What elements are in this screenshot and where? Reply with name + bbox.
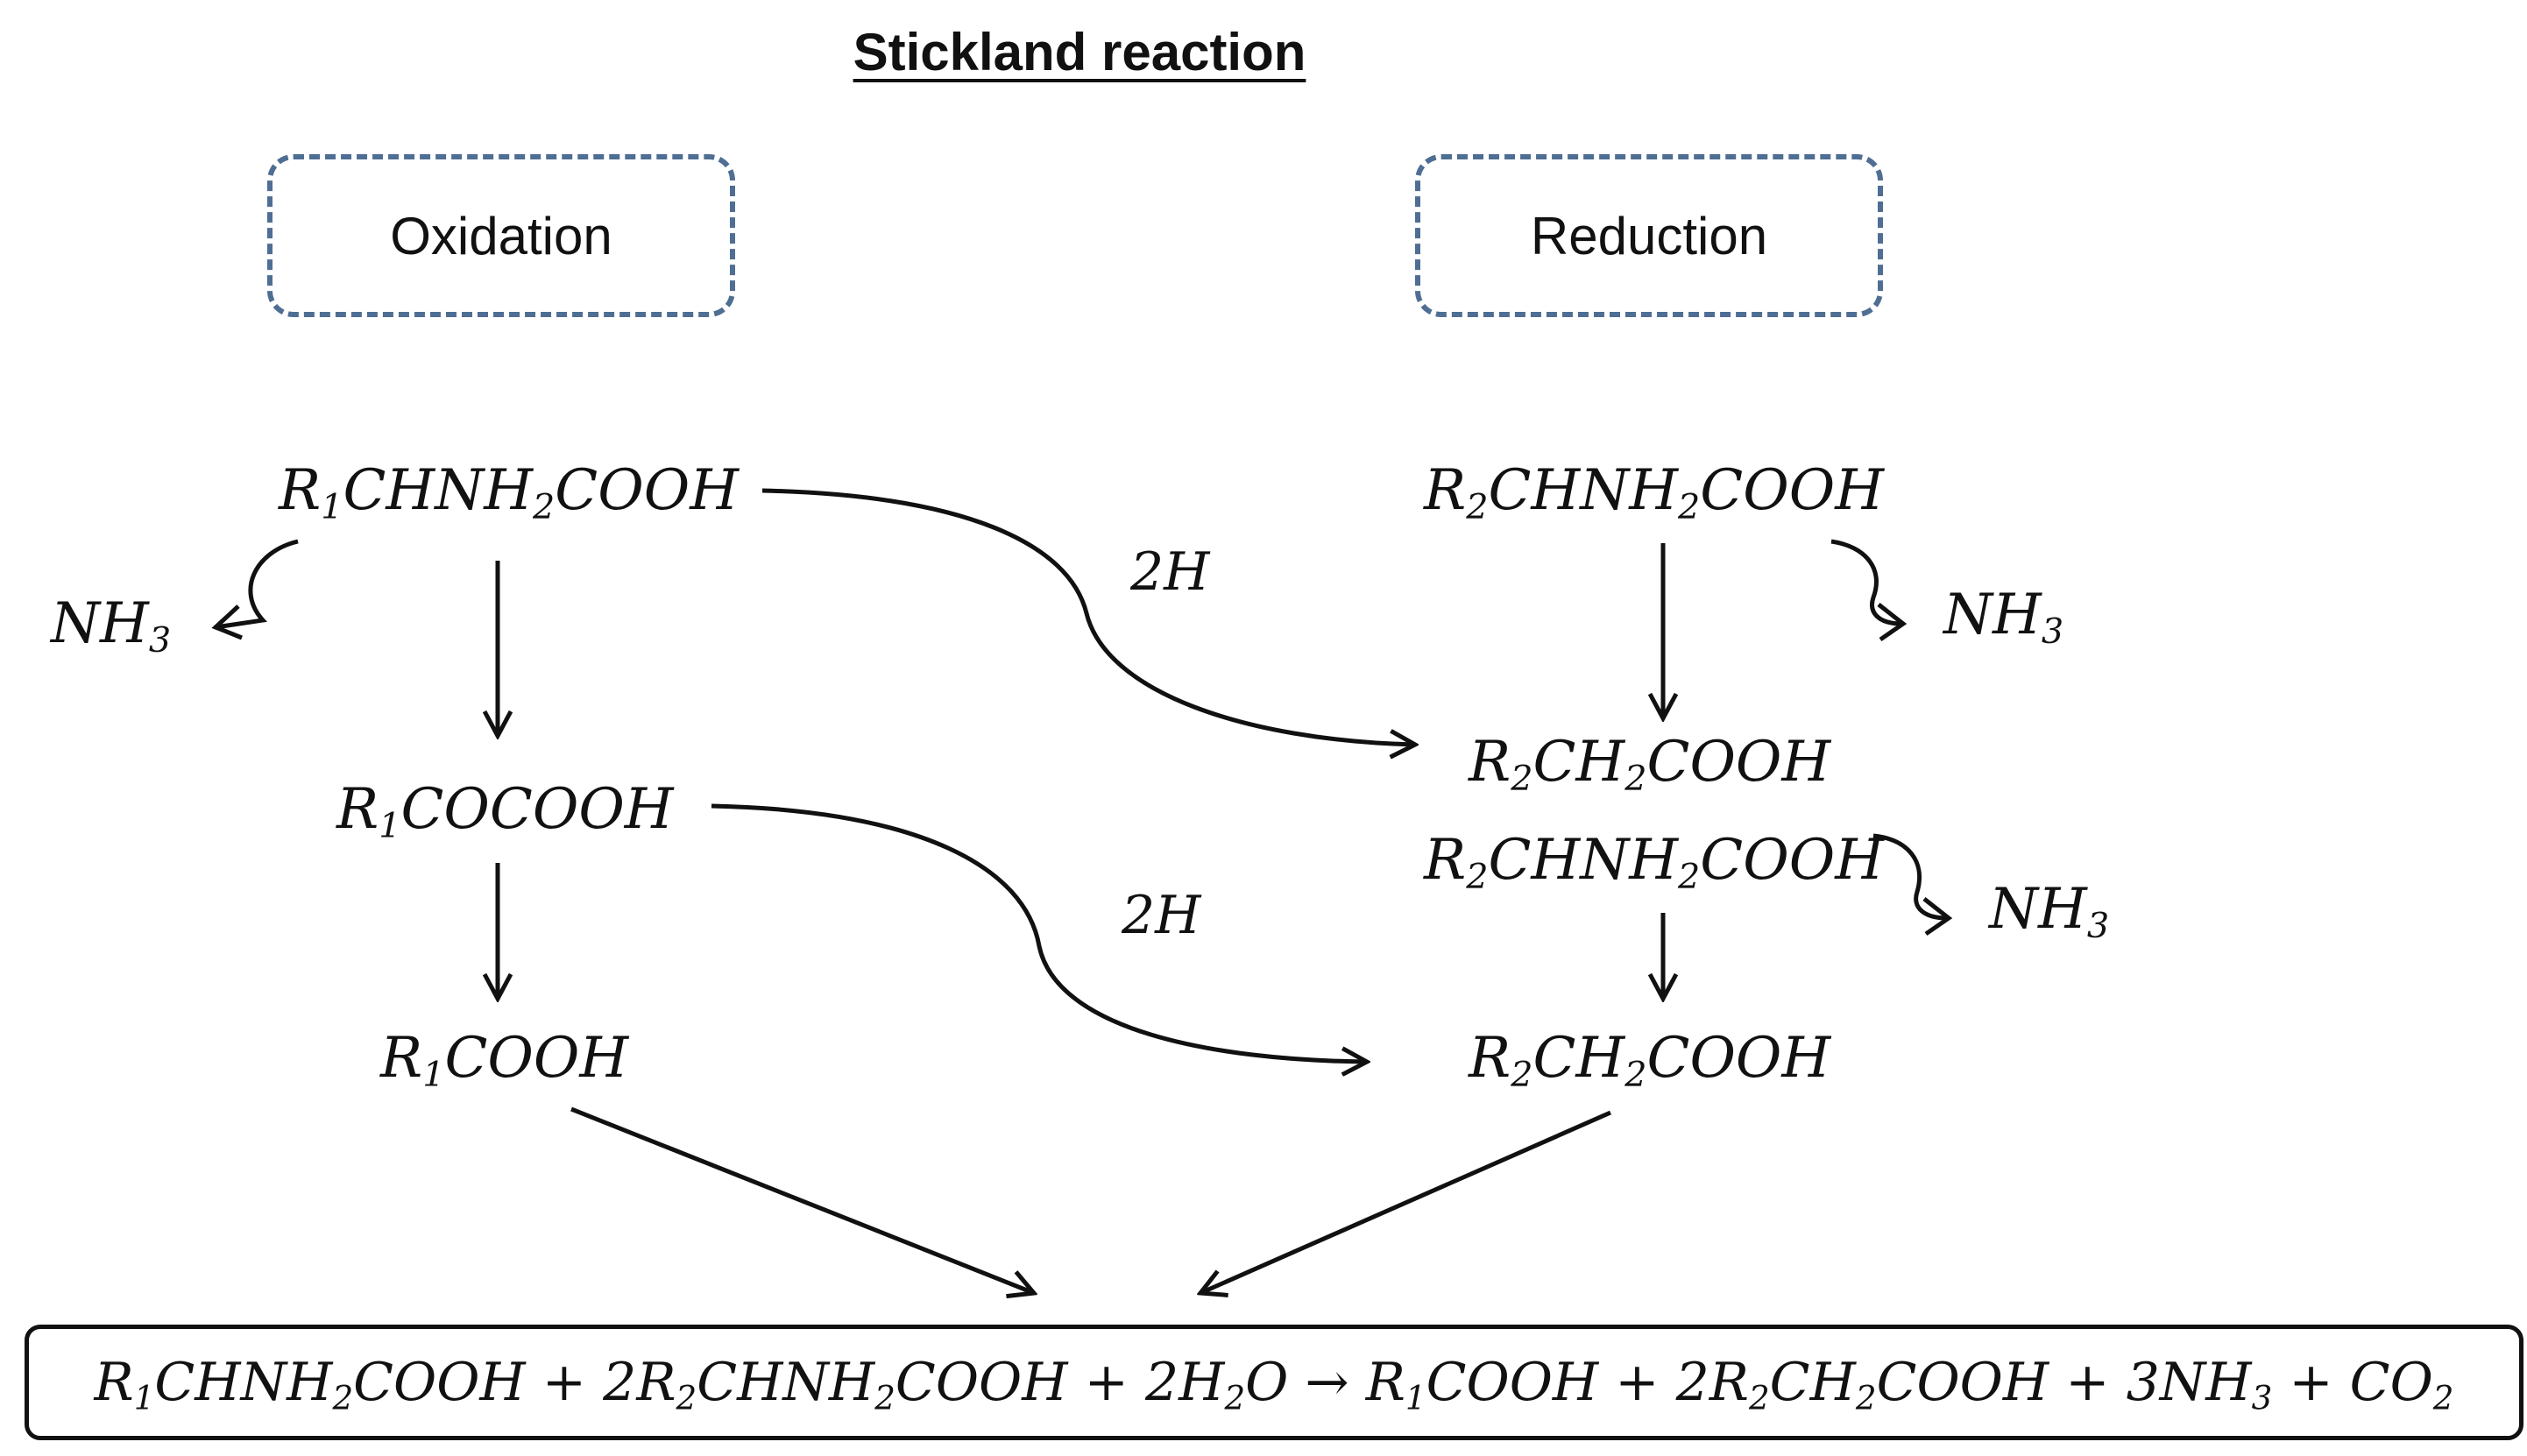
equation-token: 2	[332, 1378, 354, 1417]
reduction-label: Reduction	[1530, 206, 1768, 265]
arrow-nh3-ox	[215, 539, 299, 630]
arrow-converge-right	[1200, 1110, 1612, 1293]
overall-equation: R1CHNH2COOH + 2R2CHNH2COOH + 2H2O → R1CO…	[94, 1352, 2454, 1414]
oxidation-label: Oxidation	[390, 206, 612, 265]
equation-token: 2	[676, 1378, 697, 1417]
nh3-reduction-1: NH3	[1943, 583, 2064, 653]
equation-token: + CO	[2272, 1352, 2433, 1413]
arrow-converge-left	[570, 1106, 1034, 1293]
hydrogen-label-1: 2H	[1130, 541, 1210, 603]
diagram-title: Stickland reaction	[853, 23, 1306, 81]
equation-token: COOH + 2R	[1426, 1352, 1749, 1413]
equation-token: 2	[2432, 1378, 2454, 1417]
equation-token: 2	[1224, 1378, 1246, 1417]
equation-token: O → R	[1245, 1352, 1405, 1413]
equation-token: 1	[1405, 1378, 1426, 1417]
equation-token: 2	[874, 1378, 895, 1417]
red-amino-acid-2: R2CHNH2COOH	[1424, 828, 1884, 898]
arrow-nh3-red-1-head	[1877, 603, 1908, 642]
red-product-2: R2CH2COOH	[1469, 1026, 1831, 1096]
ox-carboxylic-acid: R1COOH	[380, 1026, 629, 1096]
arrow-2h-1	[761, 488, 1415, 745]
equation-token: 2	[1748, 1378, 1770, 1417]
ox-amino-acid: R1CHNH2COOH	[279, 458, 739, 528]
arrow-nh3-ox-head	[211, 604, 243, 640]
equation-token: CH	[1769, 1352, 1856, 1413]
red-product-1: R2CH2COOH	[1469, 730, 1831, 800]
equation-token: COOH + 2H	[895, 1352, 1225, 1413]
arrow-nh3-red-1	[1830, 539, 1902, 626]
equation-token: 2	[1855, 1378, 1877, 1417]
arrow-2h-2	[711, 803, 1367, 1062]
nh3-reduction-2: NH3	[1989, 877, 2110, 947]
nh3-oxidation: NH3	[51, 591, 172, 661]
ox-keto-acid: R1COCOOH	[336, 777, 674, 847]
hydrogen-label-2: 2H	[1122, 885, 1201, 946]
equation-token: 3	[2251, 1378, 2273, 1417]
red-amino-acid-1: R2CHNH2COOH	[1424, 458, 1884, 528]
equation-token: COOH + 3NH	[1876, 1352, 2252, 1413]
overall-equation-box: R1CHNH2COOH + 2R2CHNH2COOH + 2H2O → R1CO…	[25, 1325, 2523, 1440]
equation-token: CHNH	[697, 1352, 875, 1413]
equation-token: CHNH	[154, 1352, 333, 1413]
arrow-nh3-red-2	[1872, 833, 1948, 921]
equation-token: 1	[133, 1378, 155, 1417]
oxidation-box: Oxidation	[267, 154, 735, 317]
equation-token: COOH + 2R	[353, 1352, 676, 1413]
equation-token: R	[94, 1352, 134, 1413]
reduction-box: Reduction	[1415, 154, 1883, 317]
arrow-nh3-red-2-head	[1922, 897, 1953, 937]
